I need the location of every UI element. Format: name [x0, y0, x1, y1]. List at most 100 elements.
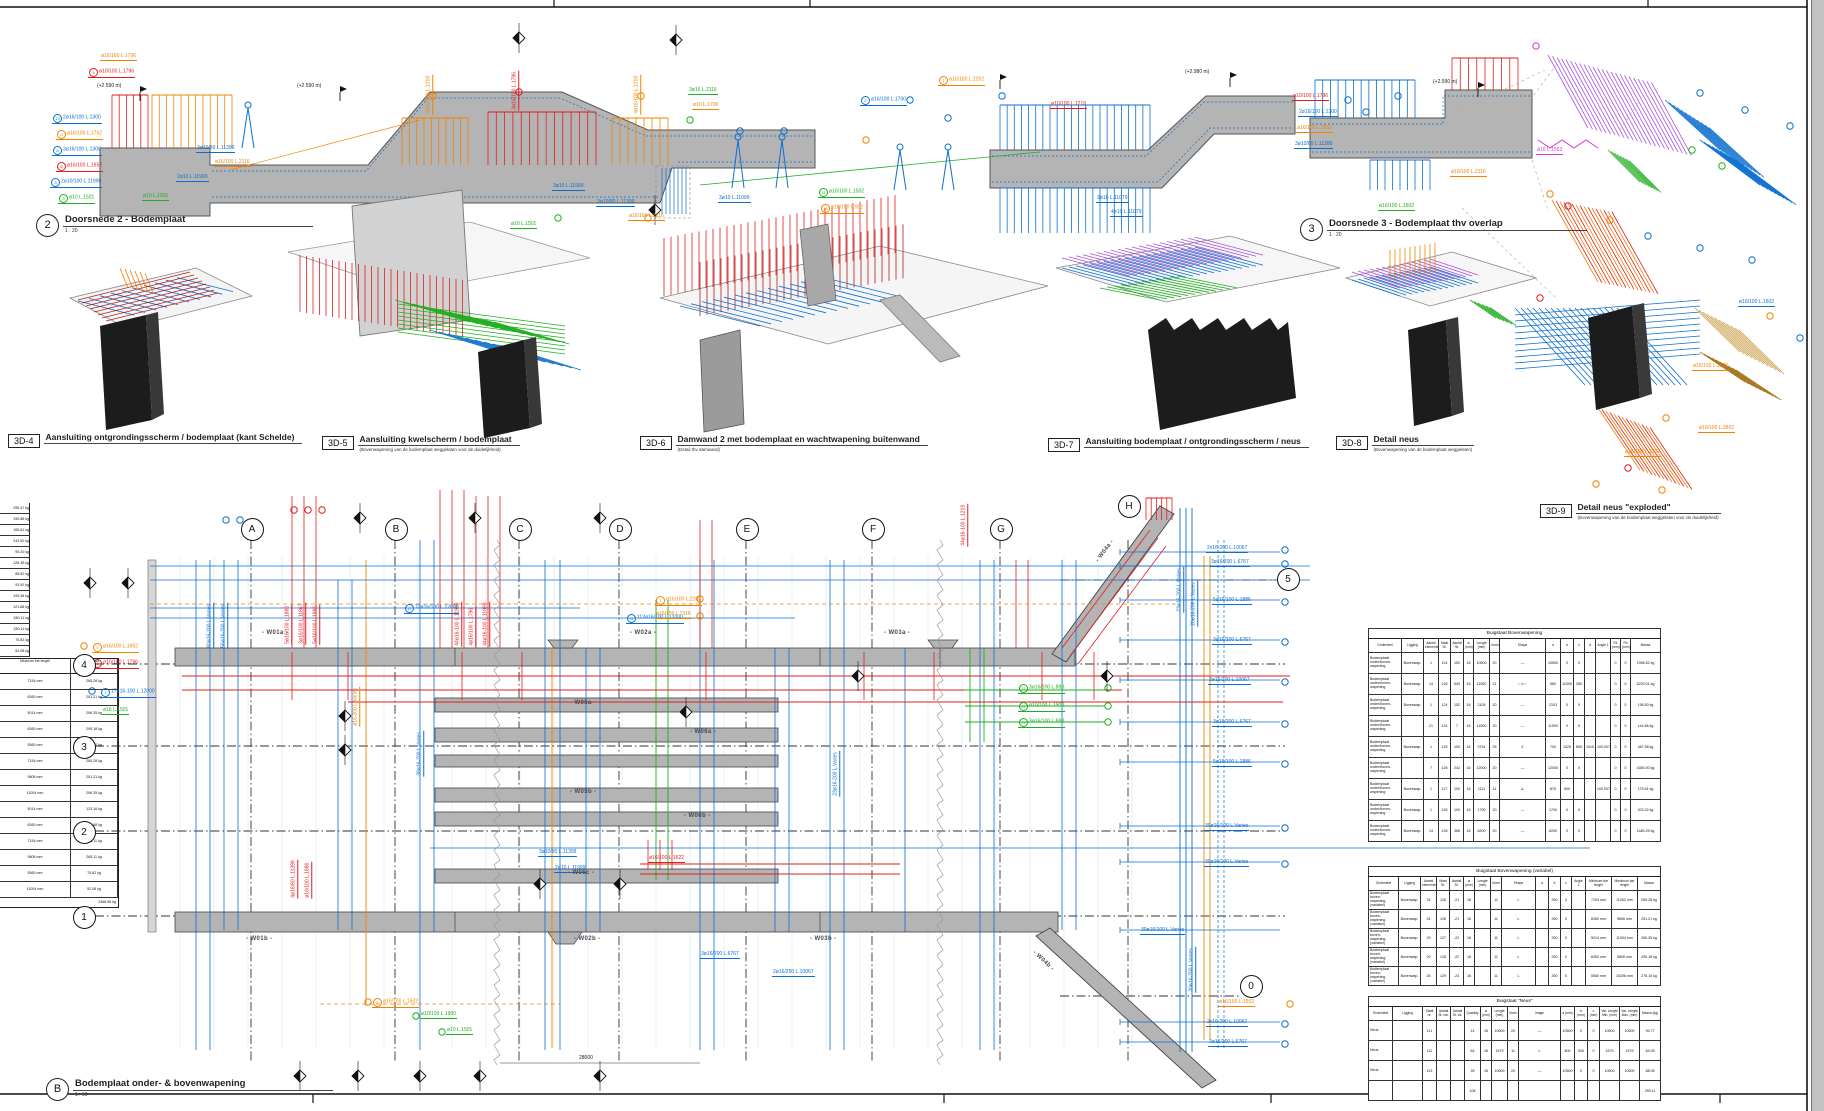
grid-bubble: B: [384, 517, 408, 541]
rebar-callout: 4ø10 L.11079: [1110, 209, 1143, 217]
wall-label: - W05a -: [570, 700, 597, 706]
paper-edge: [1811, 0, 1824, 1111]
callout-number-badge: 5: [57, 162, 66, 171]
grid-bubble: H: [1117, 494, 1141, 518]
wall-label: - W03b -: [810, 936, 837, 942]
detail-id-badge: 3D-4: [8, 434, 40, 448]
rebar-callout: ø10 L.1501: [510, 221, 538, 229]
grid-bubble: G: [989, 517, 1013, 541]
rebar-callout: 3ø16/100 L.1219: [425, 74, 433, 115]
grid-bubble: 5: [1276, 567, 1300, 591]
grid-bubble: 3: [72, 735, 96, 759]
rebar-callout: 5ø16/100 L.1886: [1212, 597, 1252, 605]
callout-number-badge: 21: [1019, 718, 1028, 727]
rebar-callout: 4ø16/80 L.11399: [290, 859, 298, 899]
rebar-callout: ø16/100 L.2202: [1624, 449, 1662, 457]
detail-subtitle: (Bovenwapening van de bodemplaat weggela…: [359, 447, 501, 452]
callout-number-badge: 9: [59, 194, 68, 203]
rebar-callout: 3ø10/80 L.11399: [196, 145, 236, 153]
grid-bubble: D: [608, 517, 632, 541]
rebar-callout: 44ø16-100 L.1219: [960, 503, 968, 547]
rebar-callout: 20ø16-200 L.Varies: [1190, 581, 1198, 627]
grid-bubble: C: [508, 517, 532, 541]
section-number-badge: 3: [1300, 218, 1323, 241]
rebar-callout: ø16/100 L.2116: [628, 213, 665, 221]
rebar-callout: 3ø10/80 L.11399: [596, 199, 636, 207]
section-scale: 1 : 20: [1329, 232, 1342, 238]
grid-bubble: 2: [72, 820, 96, 844]
title-3d-8: 3D-8 Detail neus (Bovenwapening van de b…: [1336, 434, 1475, 453]
rebar-callout: 3ø16/200 L.6767: [1210, 559, 1250, 567]
callout-number-badge: 16: [821, 204, 830, 213]
section-title: Bodemplaat onder- & bovenwapening: [73, 1078, 333, 1091]
rebar-callout: (+2.590 m): [97, 83, 122, 89]
rebar-callout: ø16/100 L.1502: [1378, 203, 1416, 211]
callout-number-badge: 8: [53, 146, 62, 155]
detail-id-badge: 3D-9: [1540, 504, 1572, 518]
rebar-callout: ø16/100 L.1886: [304, 861, 312, 899]
rebar-callout: ø16/100 L.2116: [214, 159, 251, 167]
title-3d-7: 3D-7 Aansluiting bodemplaat / ontgrondin…: [1048, 436, 1309, 452]
detail-title: Aansluiting bodemplaat / ontgrondingssch…: [1083, 436, 1309, 448]
title-plan-b: B Bodemplaat onder- & bovenwapening 1 : …: [46, 1078, 333, 1101]
rebar-callout: 3ø10/80 L.11399: [538, 849, 578, 857]
rebar-callout: ø16 L.1503: [1536, 147, 1564, 155]
wall-label: - W02a -: [630, 630, 657, 636]
detail-subtitle: (Bovenwapening van de bodemplaat weggela…: [1373, 447, 1473, 452]
detail-id-badge: 3D-8: [1336, 436, 1368, 450]
rebar-callout: 5ø16/100 L.1886: [284, 604, 292, 645]
title-3d-5: 3D-5 Aansluiting kwelscherm / bodemplaat…: [322, 434, 520, 453]
rebar-callout: 80ø16-200 L.Varies: [206, 603, 214, 649]
rebar-callout: 30ø16/100 L.Varies: [1204, 859, 1250, 867]
callout-number-badge: 4: [89, 68, 98, 77]
wall-label: - W03a -: [884, 630, 911, 636]
rebar-callout: ø16/100 L.1622: [648, 855, 686, 863]
wall-label: - W06a -: [690, 729, 717, 735]
callout-number-badge: 22: [1019, 702, 1028, 711]
callout-number-badge: 6: [93, 643, 102, 652]
grid-bubble: 4: [72, 653, 96, 677]
rebar-callout: 5ø16/100 L.1886: [312, 604, 320, 645]
rebar-callout: 30ø16/100 L.Varies: [1204, 823, 1250, 831]
title-3d-4: 3D-4 Aansluiting ontgrondingsscherm / bo…: [8, 432, 303, 448]
rebar-callout: 4ø16/100 L.1796: [468, 606, 476, 647]
callout-number-badge: 2: [861, 96, 870, 105]
detail-subtitle: (Bovenwapening van de bodemplaat weggela…: [1577, 515, 1719, 520]
rebar-callout: ø16/100 L.1652: [1296, 125, 1334, 133]
section-scale: 1 : 50: [75, 1092, 88, 1098]
detail-title: Damwand 2 met bodemplaat en wachtwapenin…: [675, 434, 928, 446]
rebar-callout: ø16/100 L.2116: [1450, 169, 1487, 177]
section-scale: 1 : 20: [65, 228, 78, 234]
grid-bubble: 0: [1239, 974, 1263, 998]
detail-title: Aansluiting ontgrondingsscherm / bodempl…: [43, 432, 303, 444]
grid-bubble: F: [861, 517, 885, 541]
callout-number-badge: 3: [51, 178, 60, 187]
table-title: Buigstaat Bovenwapening (variabel): [1367, 866, 1662, 877]
section-title: Doorsnede 3 - Bodemplaat thv overlap: [1327, 218, 1587, 231]
grid-bubble: 1: [72, 905, 96, 929]
rebar-callout: 4ø16/100 L.1219: [633, 74, 641, 115]
rebar-callout: 3ø16/200 L.6767: [700, 951, 740, 959]
rebar-schedule-bovenwapening-variabel: Buigstaat Bovenwapening (variabel)Onderd…: [1367, 866, 1662, 986]
wall-label: - W01b -: [246, 936, 273, 942]
rebar-callout: ø16/100 L.1502: [1738, 299, 1776, 307]
rebar-callout: 2ø16/200 L.10067: [1208, 677, 1251, 685]
rebar-callout: 2x16-200 L.10067: [1206, 545, 1249, 553]
rebar-callout: 2x16-200 L.10067: [1206, 1019, 1249, 1027]
